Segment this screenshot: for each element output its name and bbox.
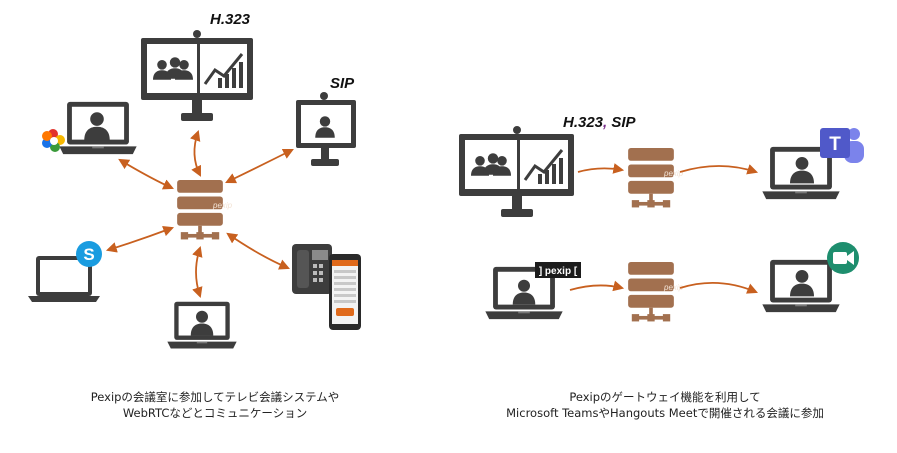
right-caption: Pexipのゲートウェイ機能を利用して Microsoft TeamsやHang… <box>460 389 870 421</box>
arrow-phone <box>226 232 290 270</box>
arrow-pexip-to-teams <box>679 164 759 175</box>
right-video-conference-monitor-icon <box>459 126 574 217</box>
right-top-arrows <box>577 163 759 175</box>
arrow-skype <box>105 225 175 253</box>
right-caption-line1: Pexipのゲートウェイ機能を利用して <box>569 390 761 404</box>
meet-laptop-icon <box>762 259 840 313</box>
sip-endpoint-monitor-icon <box>296 92 356 166</box>
arrow-h323-to-pexip <box>577 163 625 174</box>
pexip-badge-text: ] pexip [ <box>539 266 578 277</box>
smartphone-icon <box>329 254 361 330</box>
svg-text:pexip: pexip <box>663 169 684 178</box>
left-caption: Pexipの会議室に参加してテレビ会議システムや WebRTCなどとコミュニケー… <box>70 389 360 421</box>
pexip-server-central: pexip <box>177 180 233 240</box>
arrow-webrtc <box>118 158 174 190</box>
pexip-server-gateway-top: pexip <box>628 148 684 208</box>
bottom-laptop-icon <box>167 301 237 349</box>
arrow-bottom-laptop <box>192 245 203 299</box>
ip-phone-icon <box>292 244 332 294</box>
svg-text:S: S <box>83 245 94 264</box>
svg-text:T: T <box>829 134 841 155</box>
video-conference-monitor-icon <box>141 30 253 121</box>
right-caption-line2: Microsoft TeamsやHangouts Meetで開催される会議に参加 <box>506 406 824 420</box>
label-sip: SIP <box>330 75 355 92</box>
left-arrows <box>105 129 294 299</box>
meet-icon <box>827 242 859 274</box>
right-bottom-arrows <box>569 280 758 294</box>
label-h323-sip: H.323, SIP <box>563 114 637 131</box>
skype-laptop-icon <box>28 256 100 302</box>
left-caption-line2: WebRTCなどとコミュニケーション <box>122 406 308 420</box>
label-h323: H.323 <box>210 11 251 28</box>
arrow-h323 <box>190 129 201 177</box>
server-label: pexip <box>212 201 233 210</box>
pexip-server-gateway-bottom: pexip <box>628 262 684 322</box>
left-caption-line1: Pexipの会議室に参加してテレビ会議システムや <box>90 390 340 404</box>
arrow-webapp-to-pexip <box>569 280 625 292</box>
skype-icon: S <box>76 241 102 267</box>
webrtc-icon <box>42 129 65 152</box>
pexip-badge: ] pexip [ <box>535 262 581 278</box>
teams-icon: T <box>820 128 864 163</box>
arrow-sip <box>225 149 294 184</box>
arrow-pexip-to-meet <box>679 281 758 294</box>
svg-text:pexip: pexip <box>663 283 684 292</box>
webrtc-laptop-icon <box>59 101 137 155</box>
